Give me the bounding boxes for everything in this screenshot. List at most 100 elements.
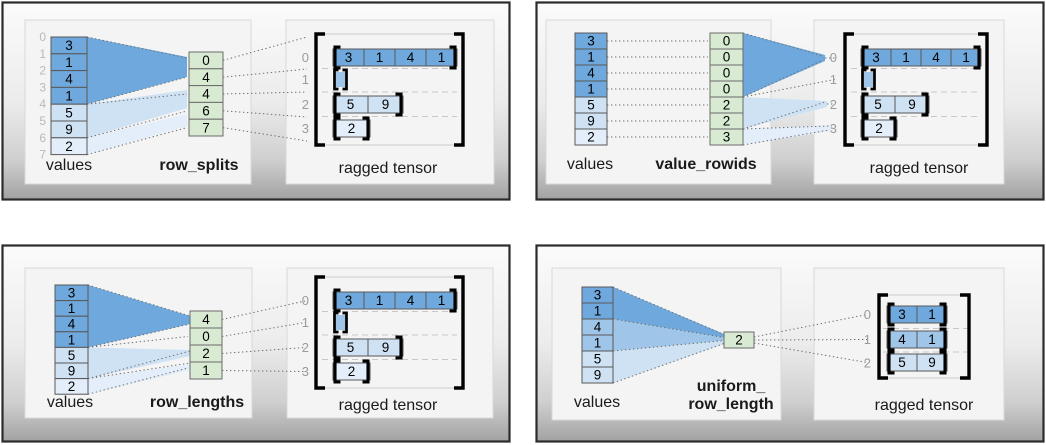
values-cell-value: 9 (68, 364, 76, 379)
tensor-cell-value: 9 (908, 97, 916, 112)
tensor-cell-value: 4 (407, 50, 415, 65)
values-boundary-index-label: 7 (39, 148, 46, 162)
row-index-label: 2 (302, 97, 309, 112)
values-boundary-index-label: 3 (39, 80, 46, 94)
tensor-outer-right-bracket (978, 32, 989, 147)
tensor-cell-value: 4 (932, 50, 940, 65)
row-left-bracket (333, 116, 341, 141)
row-index-label: 1 (864, 332, 871, 347)
tensor-cell (367, 338, 404, 357)
result-label: ragged tensor (875, 397, 974, 414)
values-boundary-index-label: 2 (39, 64, 46, 78)
row-left-bracket (333, 92, 341, 117)
values-cell-value: 2 (587, 130, 595, 145)
row-right-bracket (939, 350, 947, 375)
values-cell-value: 3 (65, 38, 73, 53)
connector-dotted-line (86, 110, 188, 139)
values-cell-value: 5 (65, 105, 73, 120)
values-cell (581, 366, 614, 384)
tensor-cell (425, 48, 458, 67)
tensor-cell (367, 95, 404, 114)
param-cell-value: 0 (723, 34, 731, 49)
connector-dotted-line (86, 127, 188, 156)
tensor-row: 1 (302, 311, 348, 334)
connector-dotted-line (742, 129, 830, 146)
values-cell-value: 1 (65, 55, 73, 70)
connector-dotted-line (222, 36, 308, 61)
row-index-label: 3 (830, 121, 837, 136)
tensor-cell-value: 9 (382, 340, 390, 355)
row-index-label: 0 (864, 307, 871, 322)
row-left-bracket (333, 45, 341, 70)
param-label: uniform_ (697, 378, 767, 395)
row-left-bracket (333, 288, 341, 313)
row-index-label: 2 (302, 340, 309, 355)
values-cell-value: 2 (68, 379, 76, 394)
values-cell-value: 9 (587, 114, 595, 129)
row-right-bracket (870, 68, 876, 91)
mapping-funnel-dark (613, 287, 724, 338)
empty-row-fill (862, 72, 874, 87)
param-label: row_splits (159, 157, 238, 174)
tensor-cell-value: 5 (347, 97, 355, 112)
values-cell-value: 5 (594, 352, 602, 367)
values-cell-value: 5 (587, 98, 595, 113)
row-index-label: 3 (302, 364, 309, 379)
values-cell-value: 2 (65, 139, 73, 154)
tensor-cell-value: 1 (438, 50, 446, 65)
param-cell-value: 6 (202, 104, 210, 119)
mapping-funnel-lighter (87, 114, 187, 155)
row-left-bracket (861, 45, 869, 70)
values-boundary-index-label: 5 (39, 114, 46, 128)
values-cell-value: 9 (594, 368, 602, 383)
values-boundary-index-label: 0 (39, 30, 46, 44)
tensor-cell (332, 362, 371, 381)
values-cell-value: 1 (587, 82, 595, 97)
tensor-cell (894, 95, 930, 114)
param-cell-value: 0 (202, 53, 210, 68)
tensor-cell-value: 4 (407, 293, 415, 308)
connector-dotted-line (87, 323, 191, 348)
row-left-bracket (333, 311, 339, 334)
tensor-cell (916, 330, 948, 349)
tensor-cell-value: 3 (345, 50, 353, 65)
row-right-bracket (973, 45, 981, 70)
tensor-cell-value: 1 (376, 293, 384, 308)
row-left-bracket (861, 68, 867, 91)
values-boundary-index-label: 4 (39, 97, 46, 111)
row-left-bracket (887, 350, 895, 375)
tensor-outer-right-bracket (960, 293, 971, 380)
param-cell-value: 2 (723, 98, 731, 113)
connector-dotted-line (87, 284, 191, 317)
tensor-cell-value: 1 (376, 50, 384, 65)
param-label: row_length (688, 396, 773, 413)
tensor-cell-value: 1 (962, 50, 970, 65)
row-left-bracket (887, 327, 895, 352)
row-index-label: 1 (302, 315, 309, 330)
tensor-row: 2 5 9 (302, 92, 404, 117)
values-label: values (574, 394, 620, 411)
param-cell-value: 2 (735, 333, 743, 348)
tensor-cell-value: 9 (382, 97, 390, 112)
row-index-label: 1 (302, 72, 309, 87)
result-label: ragged tensor (339, 397, 438, 414)
mapping-funnel-dark (88, 285, 190, 348)
values-cell-value: 4 (587, 66, 595, 81)
result-label: ragged tensor (339, 160, 438, 177)
tensor-row: 1 (830, 68, 876, 91)
param-cell (709, 128, 744, 146)
row-right-bracket (449, 288, 457, 313)
tensor-cell-value: 2 (348, 121, 356, 136)
param-cell (188, 118, 224, 137)
param-cell-value: 4 (202, 70, 210, 85)
